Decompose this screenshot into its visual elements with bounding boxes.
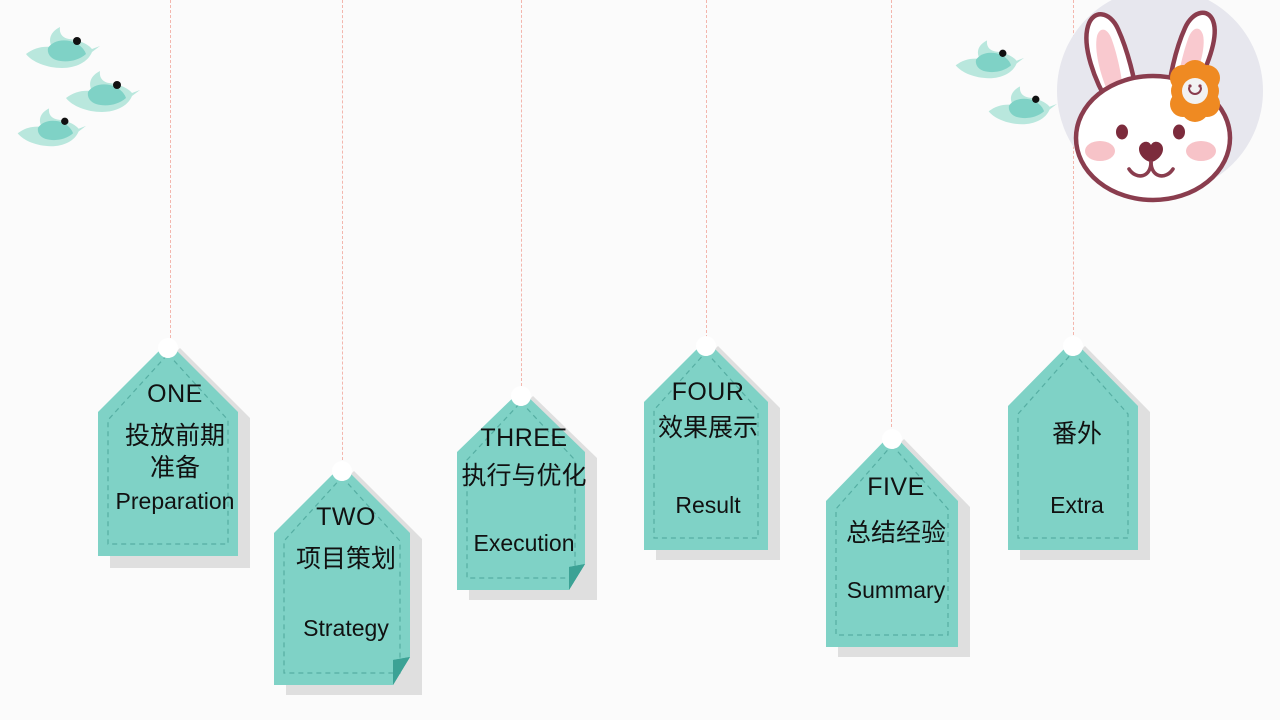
hanging-string-four [706, 0, 707, 343]
bird-icon-3 [14, 100, 87, 150]
hanging-string-one [170, 0, 171, 348]
tag-one[interactable]: ONE 投放前期 准备 Preparation [80, 334, 270, 568]
tag-three[interactable]: THREE 执行与优化 Execution [437, 382, 611, 600]
tag-two[interactable]: TWO 项目策划 Strategy [253, 457, 439, 695]
rabbit-mascot-icon [1038, 0, 1268, 218]
hanging-string-extra [1073, 0, 1074, 340]
bird-icon-4 [952, 32, 1024, 82]
hanging-string-two [342, 0, 343, 470]
hanging-string-five [891, 0, 892, 437]
hanging-string-three [521, 0, 522, 391]
bird-icon-1 [22, 18, 100, 72]
tag-extra[interactable]: 番外 Extra [988, 332, 1166, 560]
tag-four[interactable]: FOUR 效果展示 Result [622, 332, 794, 560]
tag-five[interactable]: FIVE 总结经验 Summary [806, 425, 986, 657]
bird-icon-5 [985, 78, 1057, 128]
bird-icon-2 [62, 62, 140, 116]
